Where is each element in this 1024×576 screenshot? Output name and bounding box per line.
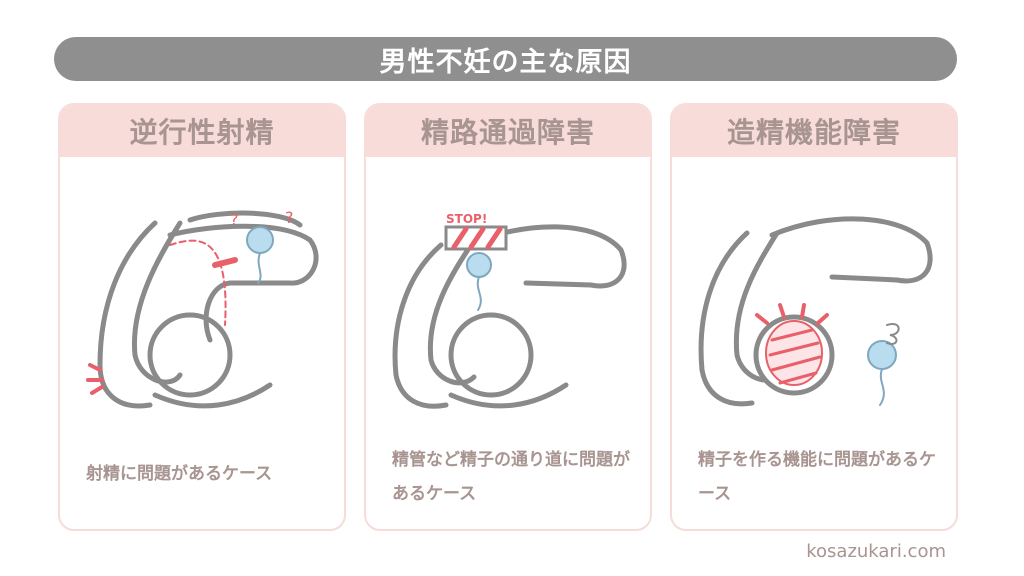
- svg-text:?: ?: [285, 208, 294, 227]
- card-heading: 逆行性射精: [129, 116, 275, 149]
- card-header: 逆行性射精: [60, 105, 344, 157]
- sperm-icon: [466, 252, 492, 278]
- card-header: 造精機能障害: [672, 105, 956, 157]
- page-title: 男性不妊の主な原因: [379, 46, 632, 78]
- card-header: 精路通過障害: [366, 105, 650, 157]
- card-description: 射精に問題があるケース: [86, 464, 273, 484]
- card-description: 精子を作る機能に問題があるケース: [698, 450, 936, 504]
- sperm-icon: [867, 340, 897, 370]
- card-description: 精管など精子の通り道に問題があるケース: [392, 450, 630, 504]
- site-credit: kosazukari.com: [806, 541, 946, 562]
- card-ductal-obstruction: 精路通過障害 STOP! 精管など精子の通り道に問題があるケース: [364, 103, 652, 531]
- title-banner: 男性不妊の主な原因: [54, 37, 957, 81]
- card-spermatogenic-dysfunction: 造精機能障害 精子を作る機能に問題があるケース: [670, 103, 958, 531]
- anatomy-illustration: STOP!: [392, 212, 627, 409]
- svg-text:?: ?: [230, 210, 239, 229]
- card-retrograde-ejaculation: 逆行性射精 ? ? 射精に問題があるケース: [58, 103, 346, 531]
- card-heading: 造精機能障害: [726, 116, 901, 149]
- card-heading: 精路通過障害: [420, 116, 595, 149]
- anatomy-illustration: ? ?: [86, 208, 319, 409]
- stop-sign-text: STOP!: [446, 212, 487, 226]
- anatomy-illustration: [698, 216, 933, 407]
- sperm-icon: [246, 226, 274, 254]
